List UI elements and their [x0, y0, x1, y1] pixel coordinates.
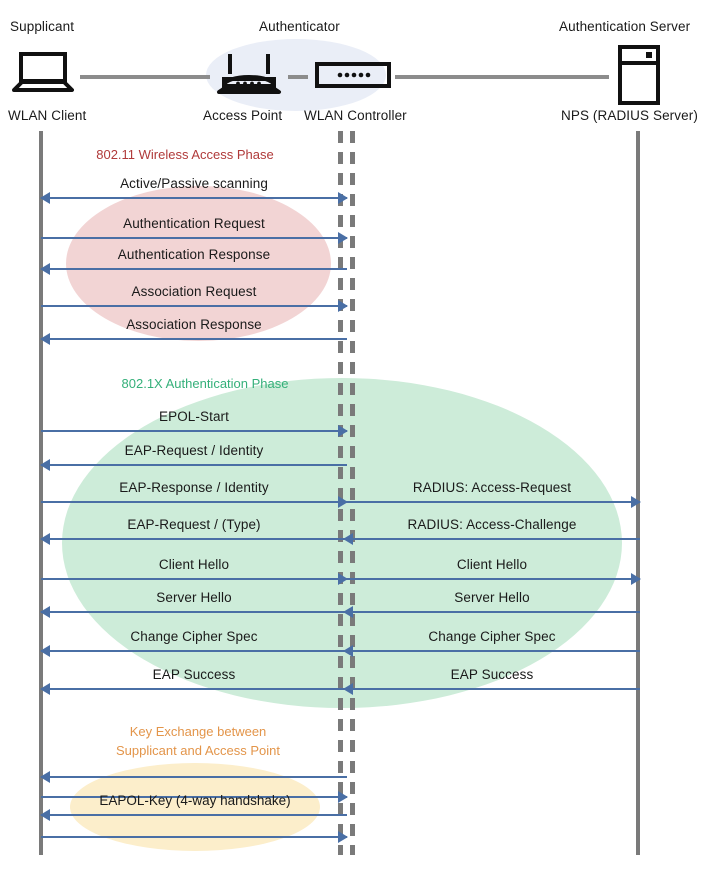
arrowhead-right-icon: [338, 573, 348, 585]
message-line: [41, 650, 347, 652]
message-label: Authentication Request: [123, 216, 265, 231]
arrowhead-right-icon: [338, 300, 348, 312]
lifeline-authenticator-left: [338, 131, 343, 855]
arrowhead-right-icon: [338, 791, 348, 803]
actor-role-supplicant: Supplicant: [10, 19, 75, 34]
lifeline-authenticator-right: [350, 131, 355, 855]
arrowhead-right-icon: [631, 496, 641, 508]
arrowhead-right-icon: [338, 192, 348, 204]
arrowhead-left-icon: [40, 809, 50, 821]
message-label: Authentication Response: [117, 247, 271, 262]
message-line: [41, 501, 347, 503]
arrowhead-left-icon: [343, 533, 353, 545]
message-line: [41, 237, 347, 239]
message-label: RADIUS: Access-Request: [412, 480, 572, 495]
lifeline-auth-server: [636, 131, 640, 855]
wire-client-to-ap: [80, 75, 210, 79]
message-label: Change Cipher Spec: [428, 629, 556, 644]
message-line: [41, 538, 347, 540]
message-line: [41, 796, 347, 798]
actor-role-authenticator: Authenticator: [259, 19, 340, 34]
message-label: Client Hello: [158, 557, 230, 572]
server-icon: [618, 45, 660, 110]
message-label: EAP-Request / Identity: [124, 443, 264, 458]
message-label: EAP-Response / Identity: [119, 480, 269, 495]
arrowhead-right-icon: [631, 573, 641, 585]
message-line: [344, 538, 640, 540]
message-line: [41, 578, 347, 580]
phase-label-line-2: Supplicant and Access Point: [115, 743, 281, 758]
message-line: [41, 464, 347, 466]
arrowhead-right-icon: [338, 425, 348, 437]
phase-label-8021x: 802.1X Authentication Phase: [121, 376, 289, 391]
message-label: Association Request: [131, 284, 257, 299]
message-line: [344, 650, 640, 652]
phase-label-line-1: Key Exchange between: [129, 724, 267, 739]
actor-role-auth-server: Authentication Server: [559, 19, 691, 34]
message-line: [344, 578, 640, 580]
arrowhead-left-icon: [40, 645, 50, 657]
message-line: [41, 338, 347, 340]
message-line: [41, 814, 347, 816]
arrowhead-left-icon: [343, 683, 353, 695]
message-line: [41, 688, 347, 690]
message-line: [41, 430, 347, 432]
message-label: RADIUS: Access-Challenge: [407, 517, 577, 532]
arrowhead-left-icon: [40, 606, 50, 618]
arrowhead-left-icon: [40, 533, 50, 545]
message-label: Association Response: [126, 317, 262, 332]
wlan-controller-icon: [315, 62, 391, 93]
arrowhead-right-icon: [338, 496, 348, 508]
message-line: [41, 197, 347, 199]
message-line: [41, 776, 347, 778]
message-line: [41, 305, 347, 307]
message-line: [41, 611, 347, 613]
actor-device-nps: NPS (RADIUS Server): [561, 108, 698, 123]
message-label: Client Hello: [456, 557, 528, 572]
wire-ap-to-controller: [288, 75, 308, 79]
wire-controller-to-server: [395, 75, 609, 79]
message-label: Change Cipher Spec: [130, 629, 258, 644]
phase-ellipse-80211: [66, 186, 331, 341]
message-label: Active/Passive scanning: [120, 176, 268, 191]
message-line: [344, 611, 640, 613]
access-point-icon: [216, 50, 282, 101]
message-label: EAP Success: [152, 667, 236, 682]
message-label: EPOL-Start: [158, 409, 230, 424]
phase-label-80211: 802.11 Wireless Access Phase: [96, 147, 274, 162]
arrowhead-left-icon: [343, 606, 353, 618]
arrowhead-left-icon: [40, 683, 50, 695]
eapol-key-label: EAPOL-Key (4-way handshake): [99, 793, 291, 808]
actor-device-wlan-controller: WLAN Controller: [304, 108, 407, 123]
arrowhead-left-icon: [40, 263, 50, 275]
message-line: [41, 268, 347, 270]
actor-device-wlan-client: WLAN Client: [8, 108, 87, 123]
message-label: Server Hello: [454, 590, 530, 605]
actor-device-access-point: Access Point: [203, 108, 283, 123]
arrowhead-left-icon: [40, 192, 50, 204]
message-label: Server Hello: [156, 590, 232, 605]
message-line: [344, 501, 640, 503]
message-line: [344, 688, 640, 690]
message-line: [41, 836, 347, 838]
arrowhead-right-icon: [338, 232, 348, 244]
arrowhead-left-icon: [40, 459, 50, 471]
message-label: EAP-Request / (Type): [127, 517, 261, 532]
arrowhead-left-icon: [40, 771, 50, 783]
arrowhead-left-icon: [343, 645, 353, 657]
phase-label-key-exchange: Key Exchange between Supplicant and Acce…: [68, 722, 328, 760]
arrowhead-right-icon: [338, 831, 348, 843]
message-label: EAP Success: [450, 667, 534, 682]
laptop-icon: [12, 52, 74, 99]
lifeline-supplicant: [39, 131, 43, 855]
arrowhead-left-icon: [40, 333, 50, 345]
